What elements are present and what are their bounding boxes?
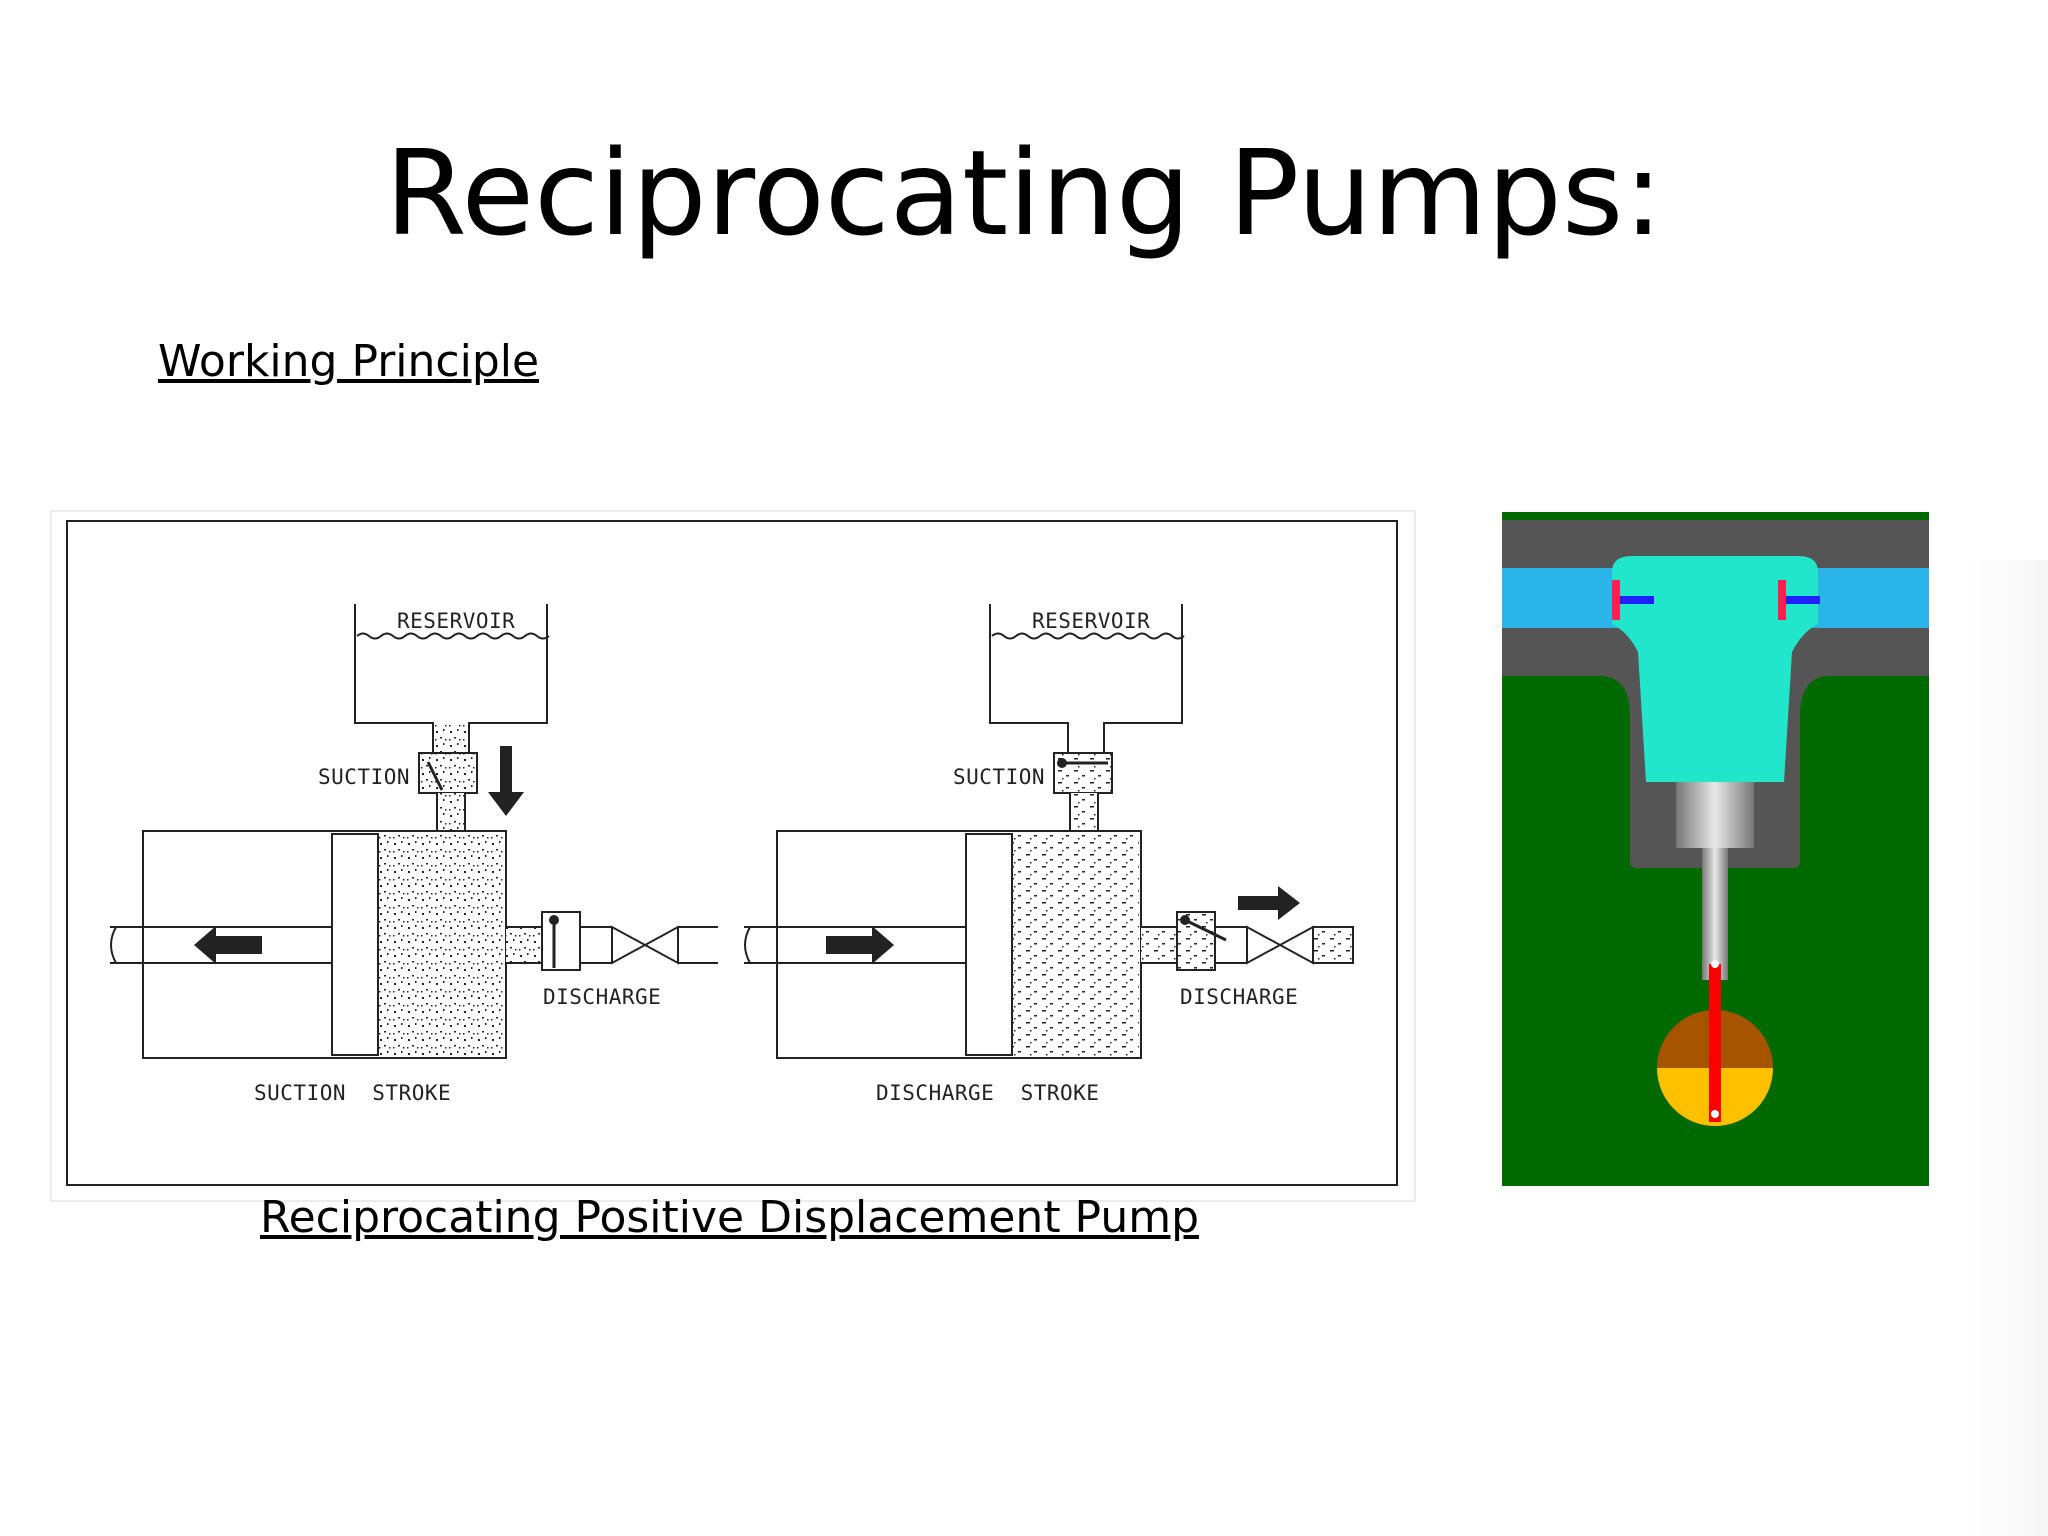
inlet-pipe-fluid bbox=[1502, 568, 1622, 628]
piston-direction-arrow-right bbox=[826, 926, 894, 964]
slide-title: Reciprocating Pumps: bbox=[384, 124, 1664, 262]
suction-flow-arrow bbox=[488, 746, 524, 816]
section-heading: Working Principle bbox=[158, 336, 540, 387]
reservoir-label-left: RESERVOIR bbox=[397, 609, 515, 633]
discharge-flow-arrow bbox=[1238, 886, 1300, 920]
plunger-head bbox=[1676, 782, 1754, 848]
inlet-valve-stem bbox=[1620, 596, 1654, 604]
slide-edge-shadow bbox=[1965, 560, 2048, 1536]
suction-flap-open bbox=[426, 761, 444, 791]
outlet-valve bbox=[1778, 580, 1786, 620]
suction-label-left: SUCTION bbox=[318, 765, 410, 789]
stroke-label-right: DISCHARGE STROKE bbox=[876, 1081, 1099, 1105]
diagram-caption: Reciprocating Positive Displacement Pump bbox=[260, 1192, 1199, 1243]
chamber-fluid-left bbox=[378, 833, 504, 1056]
discharge-label-left: DISCHARGE bbox=[543, 985, 661, 1009]
plunger-rod bbox=[1702, 848, 1728, 980]
piston-direction-arrow-left bbox=[194, 926, 262, 964]
stroke-label-left: SUCTION STROKE bbox=[254, 1081, 451, 1105]
crank-pin bbox=[1711, 1110, 1719, 1118]
chamber-fluid-right bbox=[1012, 833, 1139, 1056]
outlet-pipe-fluid bbox=[1809, 568, 1929, 628]
wrist-pin bbox=[1711, 960, 1719, 968]
suction-label-right: SUCTION bbox=[953, 765, 1045, 789]
pump-animation-frame bbox=[1502, 512, 1929, 1186]
diagram-frame bbox=[66, 520, 1398, 1186]
suction-valve-left bbox=[418, 752, 478, 794]
suction-stroke-diagram bbox=[110, 604, 718, 1059]
connecting-rod bbox=[1709, 964, 1721, 1122]
inlet-valve bbox=[1612, 580, 1620, 620]
piston-right bbox=[965, 833, 1013, 1056]
discharge-label-right: DISCHARGE bbox=[1180, 985, 1298, 1009]
piston-left bbox=[331, 833, 379, 1056]
outlet-valve-stem bbox=[1786, 596, 1820, 604]
discharge-stroke-diagram bbox=[744, 604, 1354, 1059]
chamber-fluid bbox=[1612, 556, 1818, 782]
discharge-valve-left bbox=[541, 911, 581, 971]
reservoir-label-right: RESERVOIR bbox=[1032, 609, 1150, 633]
reservoir-water-line bbox=[356, 632, 550, 640]
